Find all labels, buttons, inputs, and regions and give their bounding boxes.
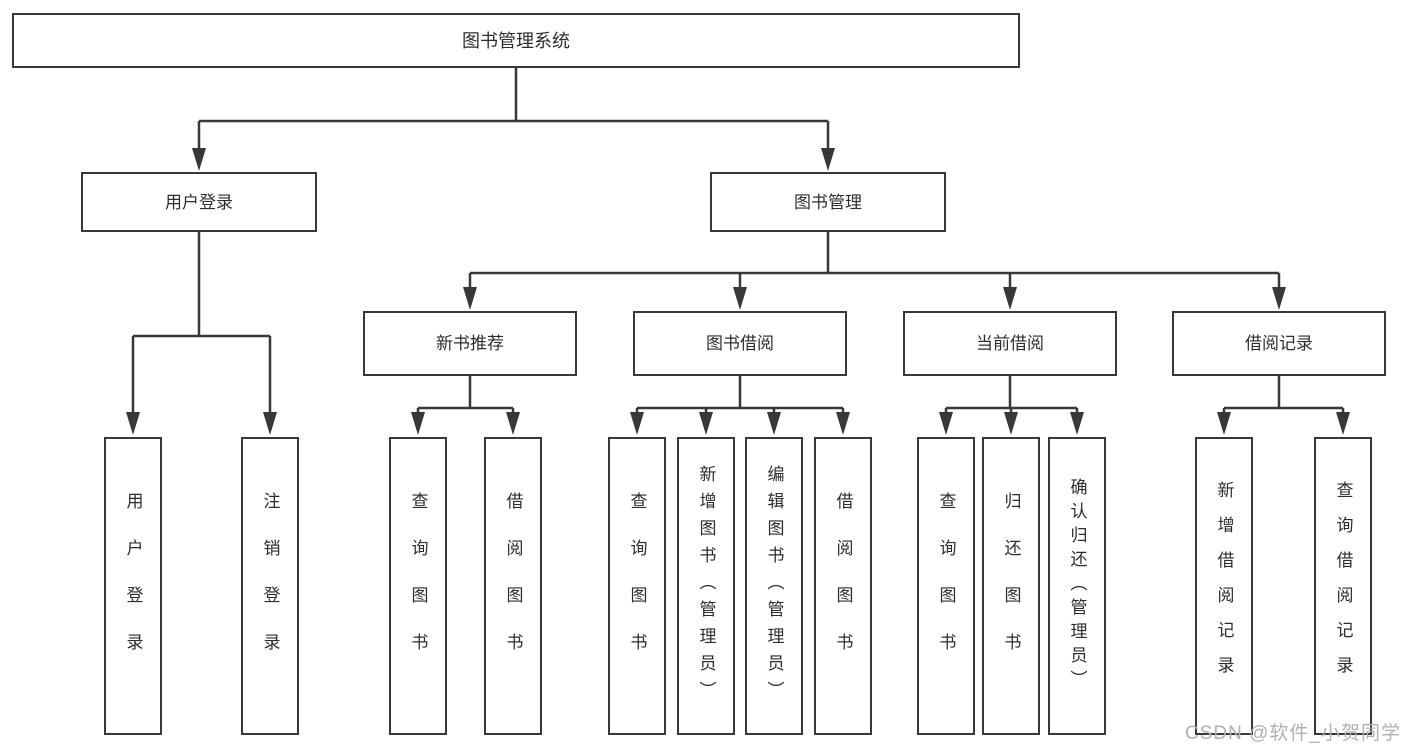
leaf-query-books-recommend: 查询图书 — [389, 437, 447, 735]
leaf-logout-label: 注销登录 — [260, 492, 280, 680]
node-borrowing-records-label: 借阅记录 — [1245, 334, 1313, 353]
leaf-query-books-current: 查询图书 — [917, 437, 975, 735]
leaf-return-book-label: 归还图书 — [1001, 492, 1021, 680]
leaf-edit-book-admin-label: 编辑图书（管理员） — [764, 464, 784, 708]
leaf-return-book: 归还图书 — [982, 437, 1040, 735]
node-user-login-label: 用户登录 — [165, 192, 233, 212]
node-user-login: 用户登录 — [81, 172, 317, 232]
leaf-query-books-recommend-label: 查询图书 — [408, 492, 428, 680]
node-borrowing-records: 借阅记录 — [1172, 311, 1386, 376]
leaf-confirm-return-admin: 确认归还（管理员） — [1048, 437, 1106, 735]
leaf-user-login: 用户登录 — [104, 437, 162, 735]
leaf-user-login-label: 用户登录 — [123, 492, 143, 680]
node-new-book-recommendation: 新书推荐 — [363, 311, 577, 376]
leaf-query-books-borrow: 查询图书 — [608, 437, 666, 735]
watermark-text: CSDN @软件_小贺同学 — [1185, 723, 1401, 744]
node-current-borrowing-label: 当前借阅 — [976, 334, 1044, 353]
node-library-system-label: 图书管理系统 — [462, 30, 570, 51]
leaf-borrow-books: 借阅图书 — [814, 437, 872, 735]
node-library-system: 图书管理系统 — [12, 13, 1020, 68]
leaf-query-borrow-record-label: 查询借阅记录 — [1333, 481, 1353, 691]
leaf-query-books-borrow-label: 查询图书 — [627, 492, 647, 680]
leaf-add-book-admin: 新增图书（管理员） — [677, 437, 735, 735]
node-book-management: 图书管理 — [710, 172, 946, 232]
leaf-add-borrow-record: 新增借阅记录 — [1195, 437, 1253, 735]
node-book-management-label: 图书管理 — [794, 192, 862, 212]
leaf-query-borrow-record: 查询借阅记录 — [1314, 437, 1372, 735]
leaf-borrow-books-label: 借阅图书 — [833, 492, 853, 680]
node-book-borrowing: 图书借阅 — [633, 311, 847, 376]
leaf-borrow-books-recommend: 借阅图书 — [484, 437, 542, 735]
leaf-query-books-current-label: 查询图书 — [936, 492, 956, 680]
leaf-logout: 注销登录 — [241, 437, 299, 735]
leaf-edit-book-admin: 编辑图书（管理员） — [745, 437, 803, 735]
leaf-add-book-admin-label: 新增图书（管理员） — [696, 464, 716, 708]
node-current-borrowing: 当前借阅 — [903, 311, 1117, 376]
node-book-borrowing-label: 图书借阅 — [706, 334, 774, 353]
leaf-confirm-return-admin-label: 确认归还（管理员） — [1067, 478, 1087, 694]
leaf-borrow-books-recommend-label: 借阅图书 — [503, 492, 523, 680]
leaf-add-borrow-record-label: 新增借阅记录 — [1214, 481, 1234, 691]
node-new-book-recommendation-label: 新书推荐 — [436, 334, 504, 353]
